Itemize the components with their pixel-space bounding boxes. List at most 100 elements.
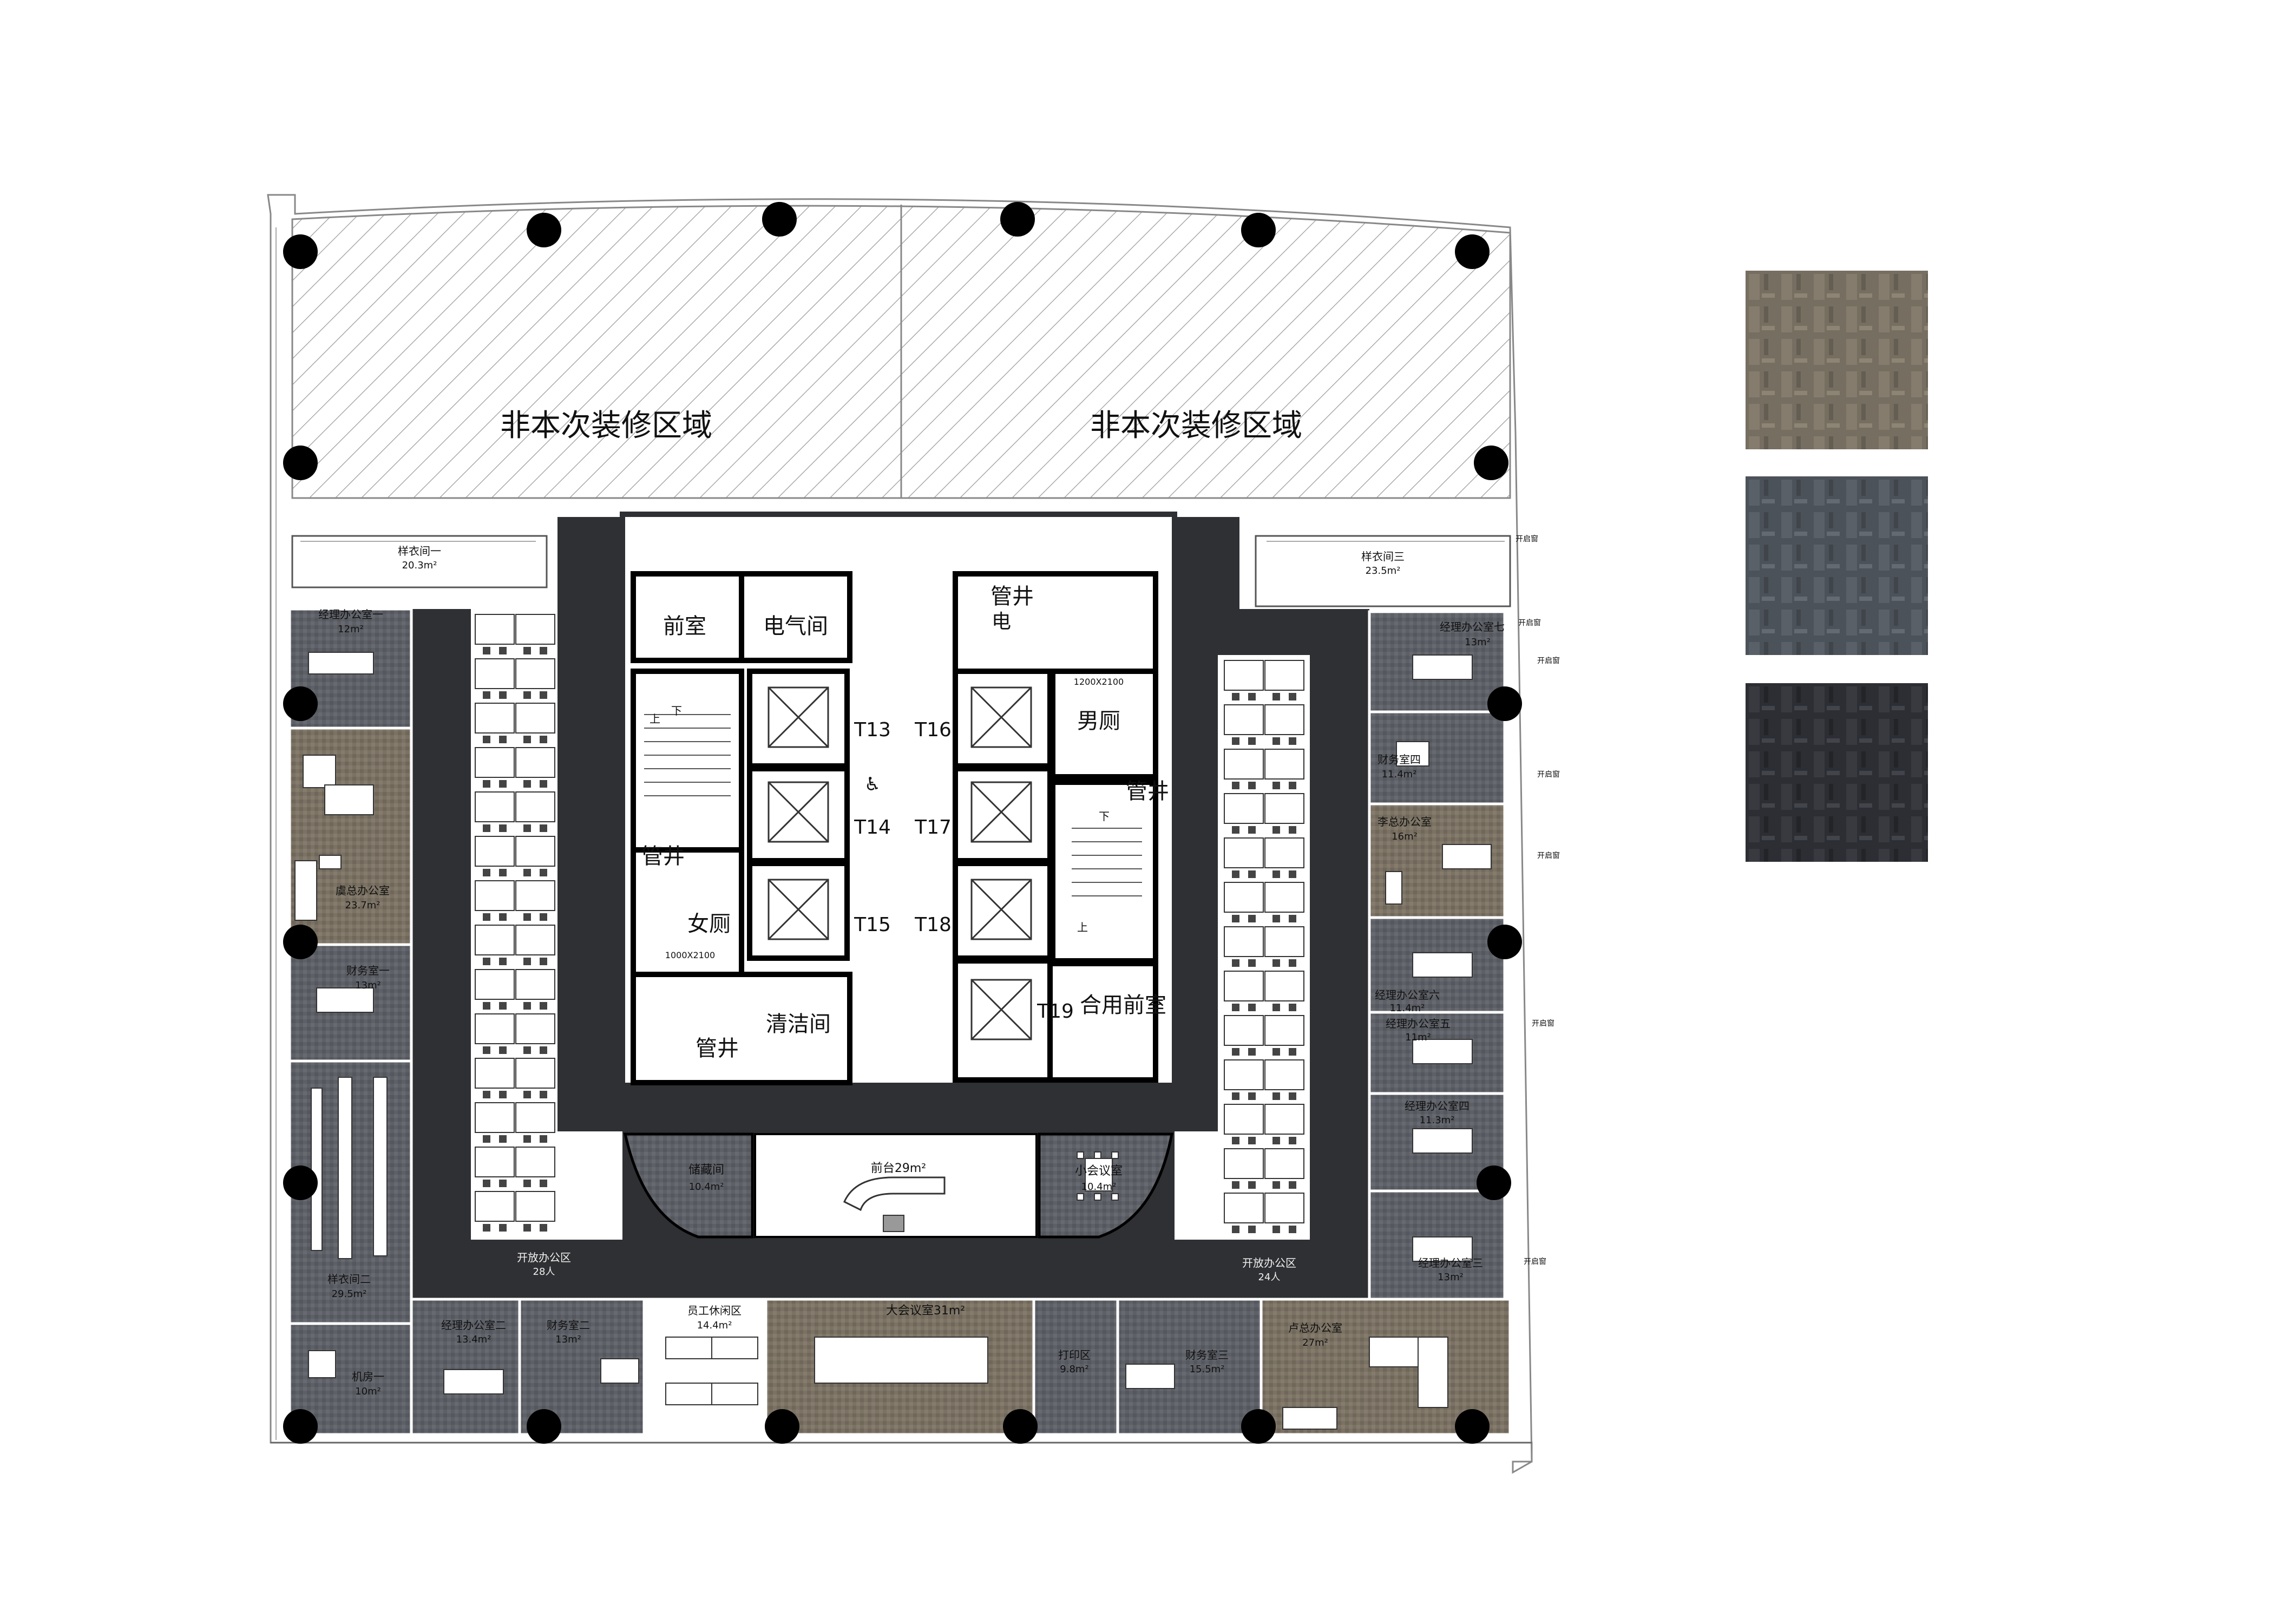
chair (540, 647, 547, 654)
chair (1232, 826, 1239, 834)
workstation-desk (1264, 1193, 1304, 1223)
workstation-desk (515, 1058, 555, 1089)
womens-wc-label: 女厕 (687, 912, 731, 937)
finance-room-4 (1368, 710, 1506, 806)
chair (1272, 1004, 1280, 1011)
workstation-desk (515, 1191, 555, 1222)
machine1-area: 10m² (355, 1386, 381, 1397)
chair (483, 1224, 490, 1232)
chair (1248, 1004, 1256, 1011)
workstation-desk (515, 658, 555, 689)
workstation-desk (475, 747, 515, 778)
fin2-name: 财务室二 (547, 1319, 590, 1332)
workstation-desk (1224, 1193, 1264, 1223)
machine1-name: 机房一 (352, 1370, 384, 1383)
chair (523, 691, 531, 699)
chair (1248, 959, 1256, 967)
workstation-desk (1224, 882, 1264, 913)
chair (483, 691, 490, 699)
chair (483, 913, 490, 921)
lounge-area: 14.4m² (697, 1320, 732, 1331)
open-office-left-count: 28人 (533, 1266, 555, 1278)
workstation-desk (1224, 1015, 1264, 1046)
chair (1232, 870, 1239, 878)
chair (1289, 693, 1296, 700)
mgr7-area: 13m² (1465, 637, 1491, 648)
chair (1232, 737, 1239, 745)
print-name: 打印区 (1058, 1348, 1091, 1361)
mgr2-area: 13.4m² (456, 1334, 491, 1345)
workstation-desk (515, 791, 555, 822)
workstation-desk (475, 925, 515, 955)
chair (499, 1046, 507, 1054)
stair-down-left: 下 (671, 704, 682, 717)
chair (483, 1002, 490, 1010)
mens-wc-label: 男厕 (1077, 709, 1120, 734)
elec-mark-label: 电 (992, 611, 1011, 633)
open-office-right-count: 24人 (1258, 1272, 1281, 1283)
workstation-desk (1264, 837, 1304, 868)
workstation-desk (1224, 926, 1264, 957)
workstation-desk (1224, 971, 1264, 1001)
chair (523, 736, 531, 743)
stair-up-right: 上 (1077, 921, 1088, 934)
chair (1248, 915, 1256, 922)
chair (1232, 1181, 1239, 1189)
window-tag: 开启窗 (1516, 534, 1538, 543)
shaft-label-left: 管井 (641, 844, 685, 869)
manager-office-2 (410, 1298, 521, 1436)
chair (483, 780, 490, 788)
chair (540, 1224, 547, 1232)
workstation-desk (1224, 660, 1264, 691)
chair (483, 1180, 490, 1187)
workstation-desk (1264, 1104, 1304, 1135)
chair (483, 824, 490, 832)
workstation-desk (515, 836, 555, 867)
carpet-swatch-brown (1746, 271, 1928, 449)
chair (499, 736, 507, 743)
chair (1289, 826, 1296, 834)
workstation-desk (515, 614, 555, 645)
mgr4-name: 经理办公室四 (1405, 1099, 1470, 1112)
chair (1272, 1092, 1280, 1100)
workstation-desk (1224, 1059, 1264, 1090)
workstation-desk (475, 1013, 515, 1044)
chair (1232, 1226, 1239, 1233)
door-code-bottom: 1000X2100 (665, 950, 715, 960)
workstation-desk (475, 703, 515, 734)
shaft-label-bottom: 管井 (696, 1036, 739, 1061)
structural-columns (283, 202, 1522, 1444)
reception-label: 前台29m² (871, 1162, 926, 1175)
chair (523, 1224, 531, 1232)
mgr6-area: 11.4m² (1390, 1003, 1425, 1014)
elevator-t18: T18 (914, 914, 952, 936)
workstation-desk (475, 791, 515, 822)
yu-office-name: 虞总办公室 (336, 884, 390, 897)
window-tag: 开启窗 (1524, 1257, 1546, 1266)
workstation-desk (1264, 704, 1304, 735)
electrical-room-label: 电气间 (763, 614, 828, 639)
workstation-desk (475, 658, 515, 689)
chair (499, 1002, 507, 1010)
workstation-desk (475, 1191, 515, 1222)
chair (1232, 915, 1239, 922)
chair (499, 1224, 507, 1232)
chair (1272, 959, 1280, 967)
chair (523, 869, 531, 876)
fin4-area: 11.4m² (1382, 769, 1417, 780)
chair (483, 736, 490, 743)
mgr1-name: 经理办公室一 (318, 608, 383, 621)
carpet-swatch-blue-gray (1746, 476, 1928, 655)
workstation-desk (1264, 1148, 1304, 1179)
chair (1232, 1004, 1239, 1011)
mgr6-name: 经理办公室六 (1375, 988, 1440, 1001)
cleaning-room-label: 清洁间 (766, 1012, 831, 1037)
mgr5-area: 11m² (1405, 1032, 1431, 1043)
mgr3-area: 13m² (1438, 1272, 1464, 1283)
chair (540, 780, 547, 788)
chair (523, 958, 531, 965)
mgr7-name: 经理办公室七 (1440, 620, 1505, 633)
chair (540, 1180, 547, 1187)
window-tag: 开启窗 (1532, 1019, 1554, 1028)
mgr5-name: 经理办公室五 (1386, 1017, 1451, 1030)
